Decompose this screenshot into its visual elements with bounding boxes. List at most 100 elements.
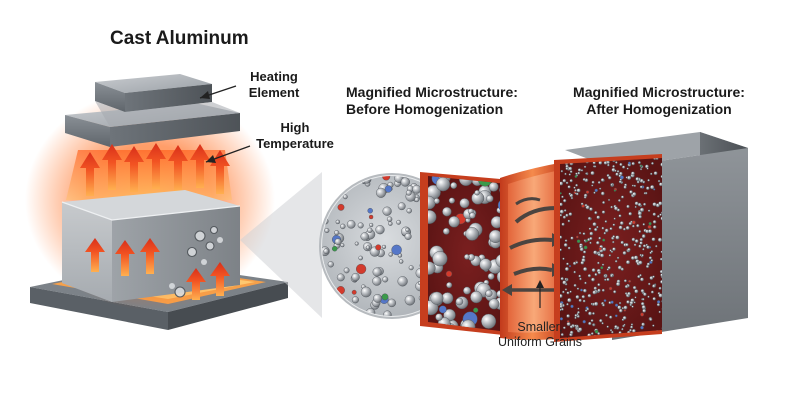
grain bbox=[627, 291, 631, 296]
grain bbox=[646, 245, 650, 249]
grain bbox=[578, 298, 582, 302]
grain bbox=[488, 181, 499, 192]
grain bbox=[563, 326, 566, 330]
grain bbox=[397, 202, 406, 211]
grain bbox=[634, 239, 639, 244]
grain bbox=[658, 293, 662, 298]
grain bbox=[609, 227, 613, 231]
grain bbox=[356, 263, 367, 275]
grain bbox=[384, 185, 393, 193]
grain bbox=[569, 330, 574, 335]
grain bbox=[587, 293, 592, 298]
grain bbox=[590, 319, 594, 322]
grain bbox=[652, 220, 657, 224]
grain bbox=[590, 332, 594, 335]
grain bbox=[592, 222, 597, 227]
grain bbox=[660, 250, 662, 254]
grain bbox=[372, 276, 382, 286]
grain bbox=[642, 244, 647, 248]
grain bbox=[446, 282, 453, 289]
grain bbox=[600, 266, 604, 270]
grain bbox=[630, 325, 634, 329]
grain bbox=[324, 227, 330, 233]
diagram-title: Cast Aluminum bbox=[110, 28, 249, 49]
grain bbox=[641, 305, 646, 310]
after-heading-line2: After Homogenization bbox=[586, 101, 732, 117]
grain bbox=[576, 188, 581, 193]
before-heading: Magnified Microstructure: Before Homogen… bbox=[346, 84, 518, 118]
grain bbox=[450, 182, 458, 189]
grain bbox=[594, 329, 599, 334]
grain bbox=[332, 245, 338, 252]
grain bbox=[592, 323, 596, 327]
grain bbox=[589, 231, 594, 236]
leader-uniform-grains bbox=[536, 280, 544, 308]
grain bbox=[590, 171, 595, 176]
grain bbox=[617, 305, 622, 310]
grain bbox=[614, 325, 618, 329]
grain bbox=[564, 288, 568, 291]
grain bbox=[621, 307, 625, 310]
grain bbox=[445, 270, 453, 278]
grain bbox=[336, 273, 345, 282]
grain bbox=[381, 293, 389, 301]
grain bbox=[382, 206, 392, 216]
grain bbox=[629, 328, 632, 332]
grain bbox=[591, 184, 594, 187]
grain bbox=[397, 276, 408, 287]
grain bbox=[655, 158, 659, 160]
grain bbox=[331, 193, 336, 199]
grain bbox=[619, 171, 623, 176]
leader-high-temperature bbox=[205, 145, 251, 163]
grain bbox=[563, 198, 567, 203]
grain bbox=[560, 213, 563, 217]
grain bbox=[601, 288, 605, 292]
grain bbox=[597, 332, 601, 336]
after-heading: Magnified Microstructure: After Homogeni… bbox=[554, 84, 764, 118]
grain bbox=[375, 225, 385, 235]
grain bbox=[582, 320, 586, 324]
grain bbox=[631, 220, 636, 225]
grain bbox=[570, 196, 574, 200]
grain bbox=[614, 169, 617, 173]
grain bbox=[578, 327, 583, 332]
grain bbox=[560, 192, 562, 195]
heating-element bbox=[65, 74, 240, 147]
grain bbox=[563, 243, 568, 247]
grain bbox=[631, 161, 635, 166]
grain bbox=[620, 240, 624, 245]
grain bbox=[585, 172, 588, 175]
grain bbox=[382, 276, 389, 283]
grain bbox=[569, 325, 573, 329]
grain bbox=[652, 324, 655, 327]
grain bbox=[658, 201, 662, 206]
grain bbox=[486, 194, 494, 203]
grain bbox=[618, 301, 622, 305]
grain bbox=[568, 166, 573, 171]
grain bbox=[560, 248, 562, 252]
grain bbox=[650, 172, 653, 176]
grain bbox=[607, 175, 612, 180]
grain bbox=[344, 183, 350, 189]
grain bbox=[610, 205, 613, 209]
grain bbox=[597, 288, 601, 293]
grain bbox=[368, 214, 374, 220]
grain bbox=[448, 216, 460, 228]
grain bbox=[367, 207, 373, 214]
grain bbox=[652, 297, 656, 301]
grain bbox=[373, 293, 382, 303]
grain bbox=[588, 227, 592, 231]
grain bbox=[594, 273, 598, 277]
grain bbox=[610, 300, 614, 304]
grain bbox=[608, 254, 612, 257]
grain bbox=[652, 275, 655, 279]
grain bbox=[599, 187, 602, 190]
grain bbox=[430, 291, 444, 305]
grain bbox=[647, 178, 650, 182]
grain bbox=[656, 303, 660, 307]
grain bbox=[655, 335, 658, 338]
grain bbox=[652, 212, 656, 217]
grain bbox=[488, 298, 500, 310]
grain bbox=[631, 305, 634, 308]
grain bbox=[585, 190, 590, 194]
